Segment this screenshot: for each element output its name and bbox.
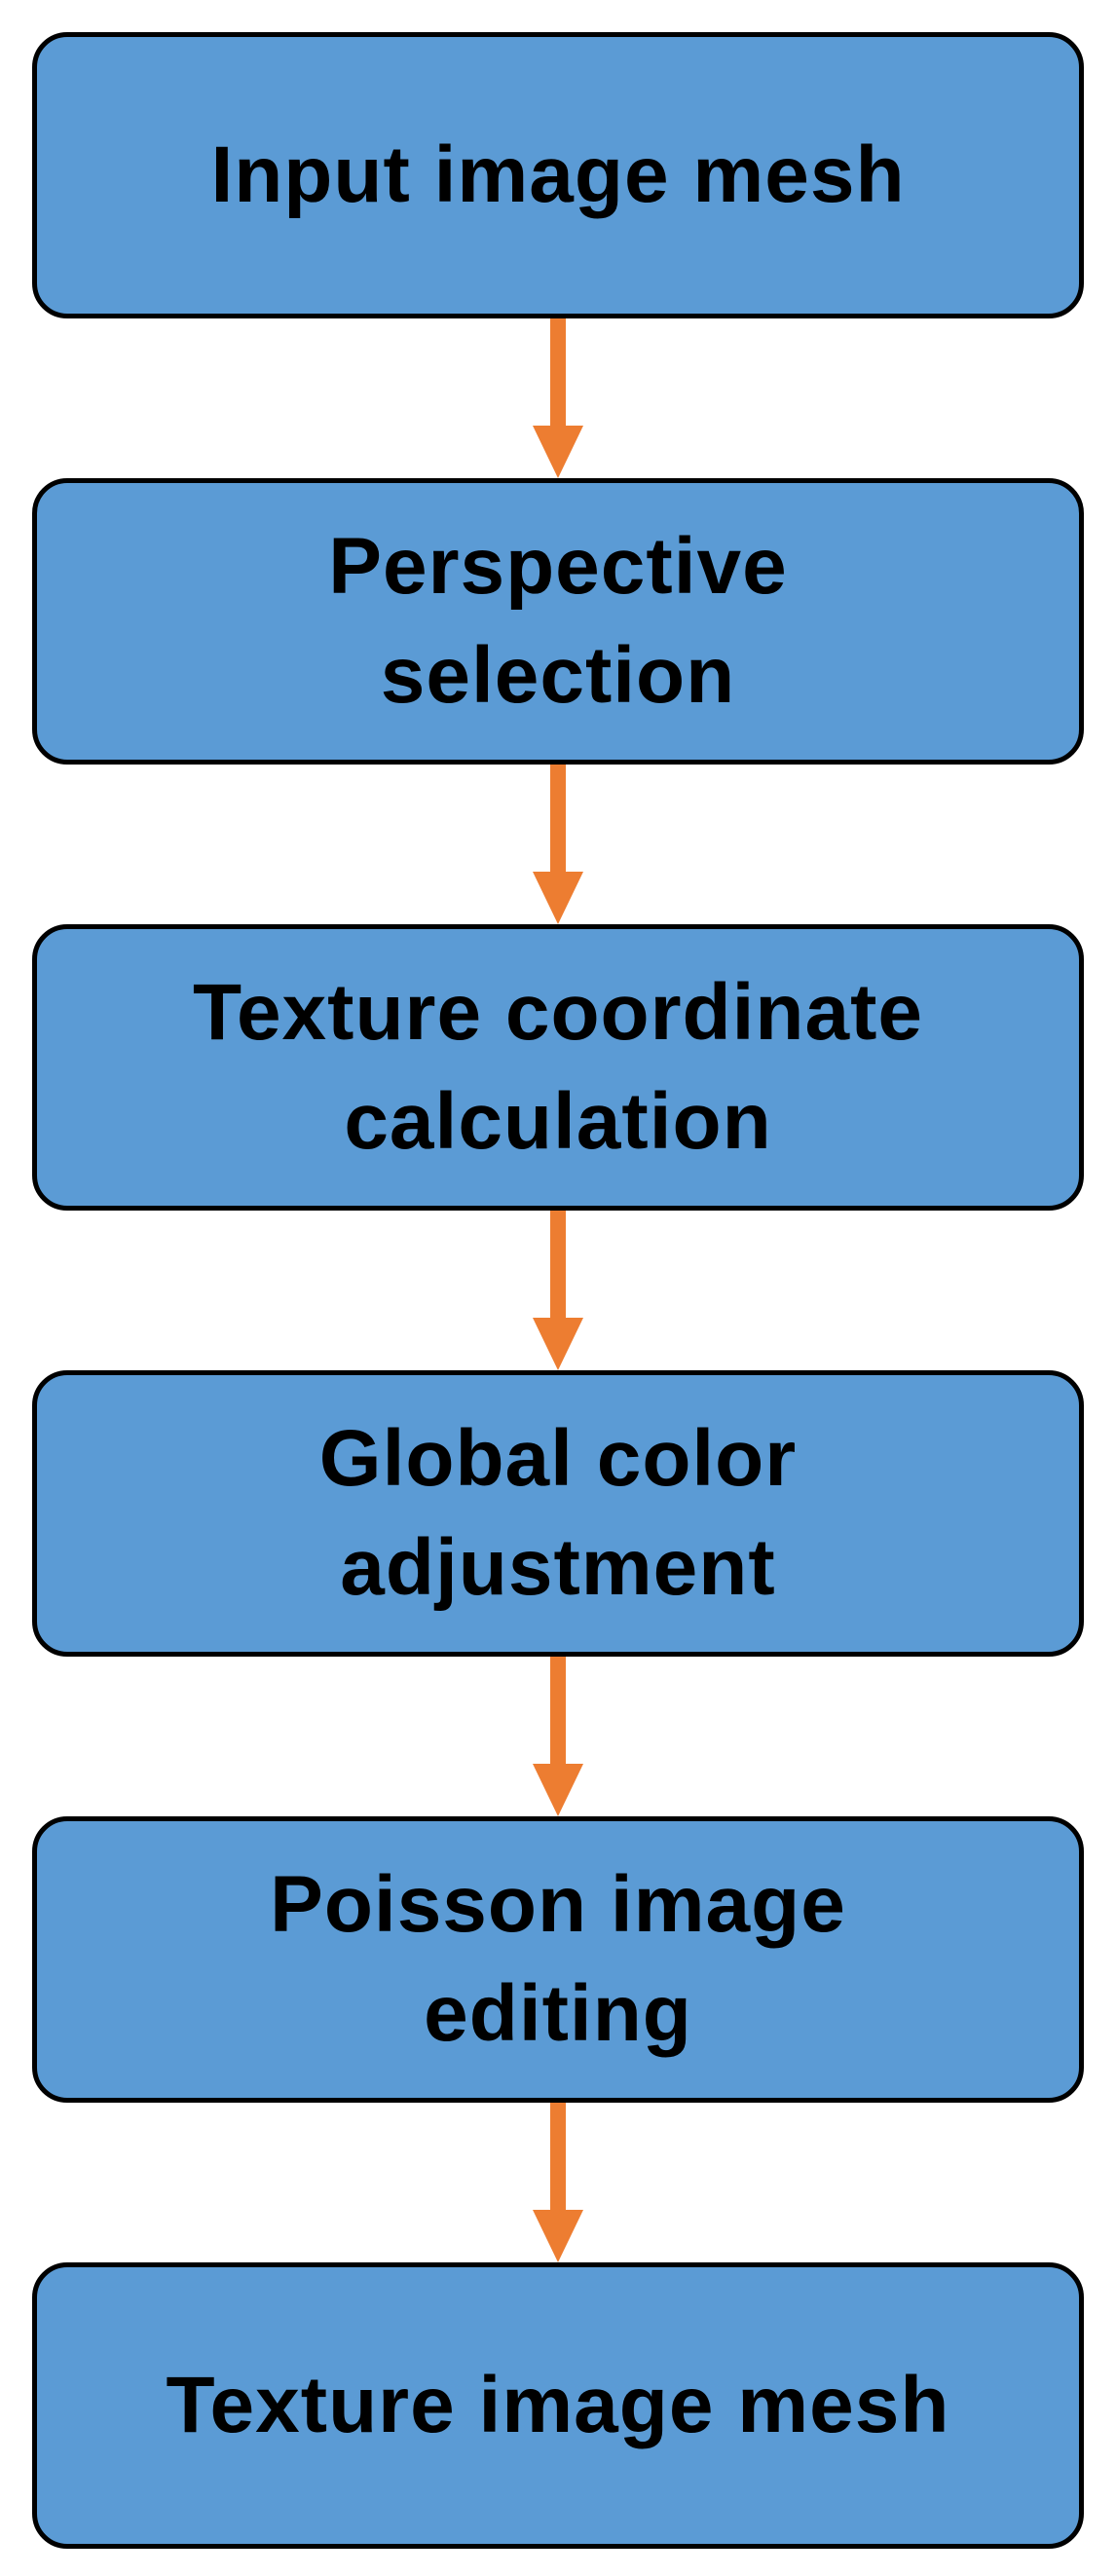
node-label: Texture coordinate [192,968,924,1058]
flow-arrow-down-icon [533,1211,583,1370]
node-label: selection [380,631,736,720]
flow-arrow-down-icon [533,318,583,478]
arrow-head [533,872,583,924]
arrow-shaft [550,765,566,872]
node-label: Perspective [328,522,788,612]
flow-arrow-down-icon [533,1657,583,1816]
node-label: Global color [318,1414,798,1504]
node-texture-coordinate-calculation: Texture coordinate calculation [32,924,1084,1211]
node-label: adjustment [340,1523,776,1612]
arrow-shaft [550,1211,566,1318]
node-poisson-image-editing: Poisson image editing [32,1816,1084,2103]
flow-arrow-down-icon [533,765,583,924]
arrow-shaft [550,1657,566,1764]
arrow-head [533,2210,583,2262]
arrow-head [533,1764,583,1816]
flow-arrow-down-icon [533,2103,583,2262]
node-label: Poisson image [270,1860,846,1950]
node-label: calculation [344,1077,772,1166]
arrow-shaft [550,318,566,426]
arrow-head [533,426,583,478]
node-label: Texture image mesh [166,2361,950,2450]
node-global-color-adjustment: Global color adjustment [32,1370,1084,1657]
node-input-image-mesh: Input image mesh [32,32,1084,318]
arrow-shaft [550,2103,566,2210]
node-perspective-selection: Perspective selection [32,478,1084,765]
node-label: editing [424,1969,692,2058]
node-label: Input image mesh [210,131,906,220]
node-texture-image-mesh: Texture image mesh [32,2262,1084,2549]
arrow-head [533,1318,583,1370]
